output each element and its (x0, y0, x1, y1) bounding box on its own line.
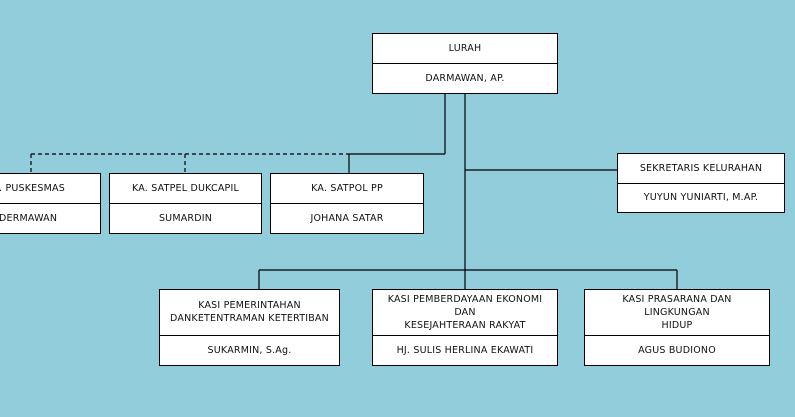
lurah-title: LURAH (448, 43, 482, 54)
satpol-pp-name: JOHANA SATAR (271, 203, 423, 233)
kasi-pemberdayaan-title: KASI PEMBERDAYAAN EKONOMI DAN KESEJAHTER… (387, 293, 543, 331)
lurah-name: DARMAWAN, AP. (373, 63, 557, 93)
satpel-dukcapil-title: KA. SATPEL DUKCAPIL (132, 183, 239, 194)
kasi-pemerintahan-name: SUKARMIN, S.Ag. (160, 334, 339, 365)
satpel-dukcapil-box: KA. SATPEL DUKCAPIL SUMARDIN (109, 173, 262, 234)
puskesmas-title: . PUSKESMAS (0, 183, 65, 194)
kasi-pemerintahan-title: KASI PEMERINTAHAN DANKETENTRAMAN KETERTI… (170, 300, 329, 325)
satpol-pp-box: KA. SATPOL PP JOHANA SATAR (270, 173, 424, 234)
kasi-pemerintahan-box: KASI PEMERINTAHAN DANKETENTRAMAN KETERTI… (159, 289, 340, 366)
kasi-prasarana-title: KASI PRASARANA DAN LINGKUNGAN HIDUP (622, 293, 732, 331)
satpel-dukcapil-name: SUMARDIN (110, 203, 261, 233)
kasi-pemberdayaan-box: KASI PEMBERDAYAAN EKONOMI DAN KESEJAHTER… (372, 289, 558, 366)
puskesmas-box: . PUSKESMAS DERMAWAN (0, 173, 101, 234)
kasi-prasarana-name: AGUS BUDIONO (585, 334, 769, 365)
puskesmas-name: DERMAWAN (0, 203, 100, 233)
lurah-box: LURAH DARMAWAN, AP. (372, 33, 558, 94)
kasi-pemberdayaan-name: HJ. SULIS HERLINA EKAWATI (373, 334, 557, 365)
sekretaris-box: SEKRETARIS KELURAHAN YUYUN YUNIARTI, M.A… (617, 153, 785, 213)
satpol-pp-title: KA. SATPOL PP (311, 183, 383, 194)
sekretaris-title: SEKRETARIS KELURAHAN (639, 162, 763, 174)
kasi-prasarana-box: KASI PRASARANA DAN LINGKUNGAN HIDUP AGUS… (584, 289, 770, 366)
sekretaris-name: YUYUN YUNIARTI, M.AP. (618, 182, 784, 213)
